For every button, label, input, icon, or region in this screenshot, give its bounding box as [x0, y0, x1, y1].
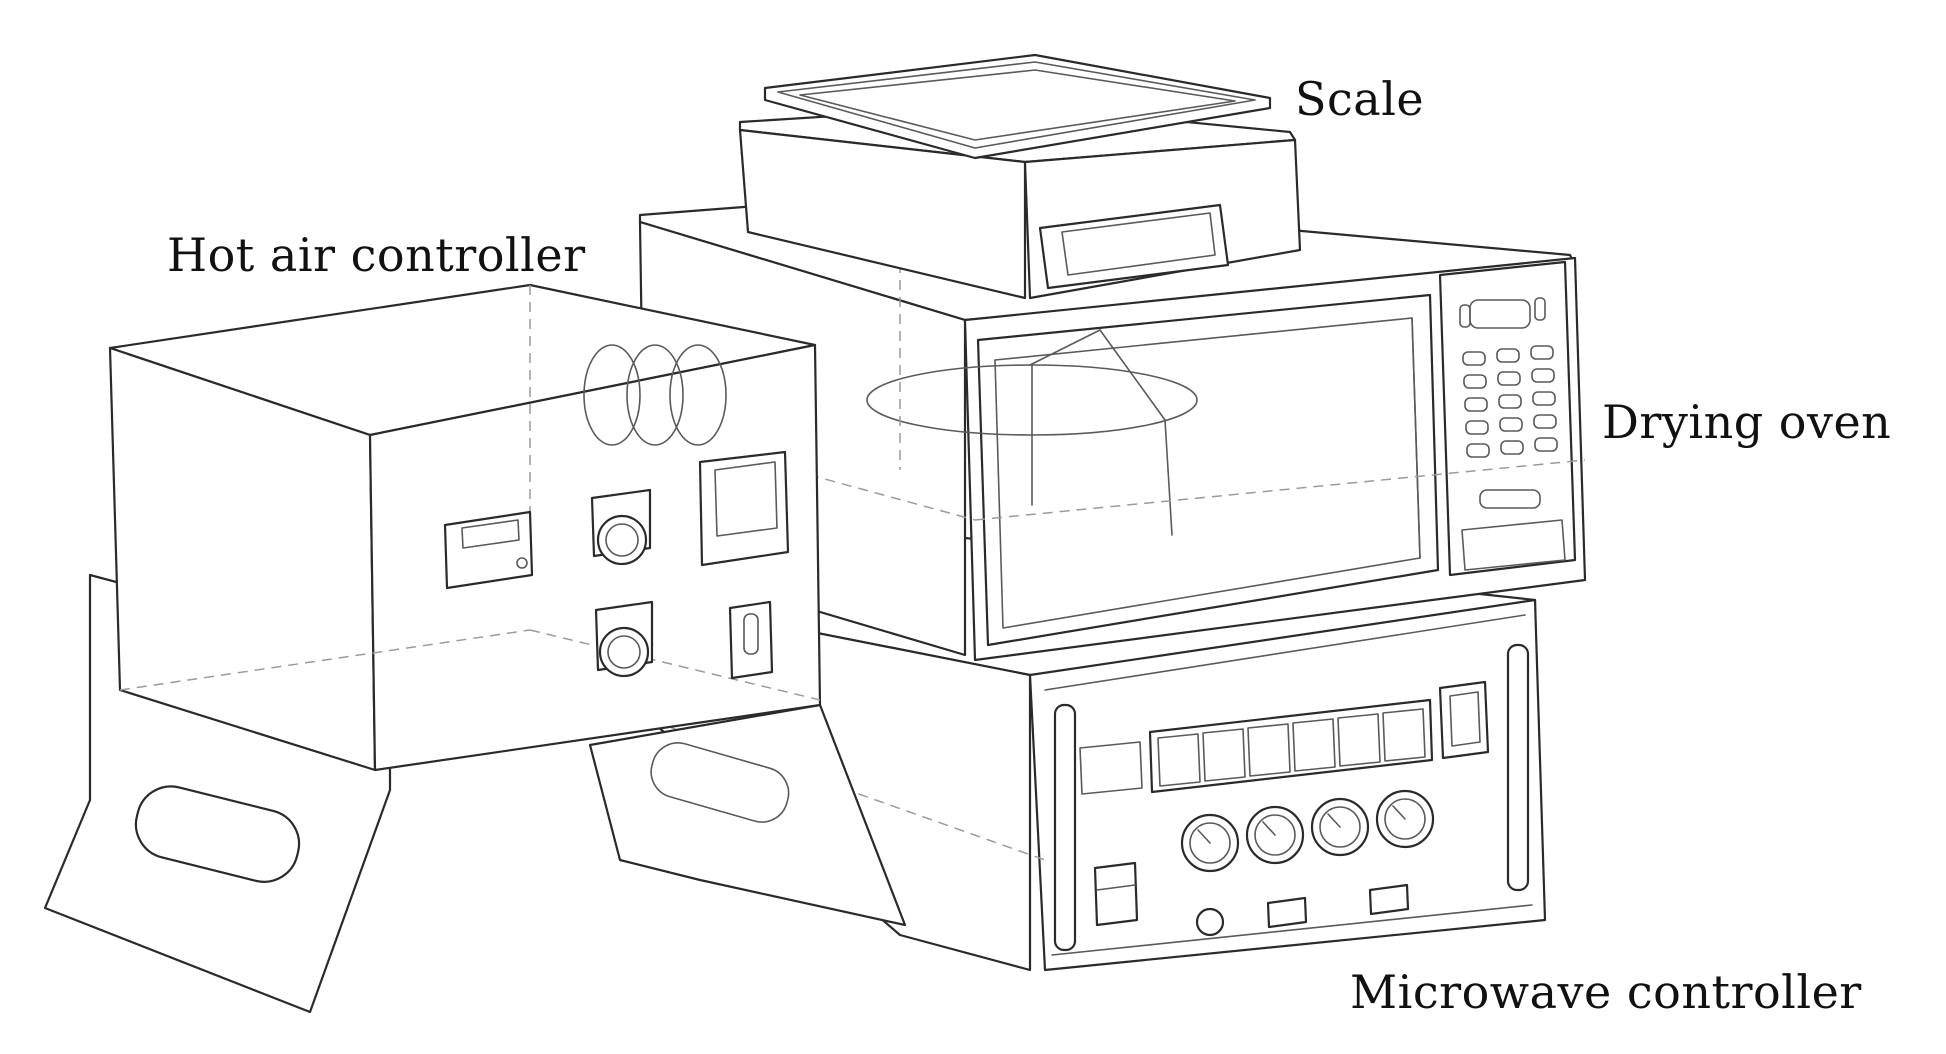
microwave-controller-label: Microwave controller	[1350, 965, 1862, 1019]
microwave-button-row	[1148, 698, 1434, 794]
scale-unit	[738, 53, 1302, 300]
scale-label: Scale	[1295, 72, 1425, 126]
microwave-lower-controls	[1093, 861, 1410, 937]
scale-pan	[763, 53, 1272, 160]
hot-air-knobs	[590, 488, 654, 678]
hot-air-meter	[443, 510, 534, 590]
scale-display	[1038, 203, 1230, 290]
drying-oven-label: Drying oven	[1602, 395, 1892, 449]
drying-oven-keypad	[1462, 345, 1558, 458]
drying-oven-control-panel	[1438, 260, 1577, 577]
hot-air-switch	[728, 600, 774, 680]
microwave-knobs	[1180, 789, 1435, 873]
microwave-controller-handles	[1053, 643, 1530, 952]
hot-air-controller-label: Hot air controller	[167, 228, 586, 282]
microwave-power-switch	[1438, 680, 1490, 760]
hot-air-fan-rings	[583, 344, 727, 446]
hot-air-display	[698, 450, 790, 567]
drying-oven-door	[976, 293, 1440, 647]
drying-oven-turntable	[866, 329, 1198, 536]
hot-air-controller-unit	[43, 283, 907, 1014]
